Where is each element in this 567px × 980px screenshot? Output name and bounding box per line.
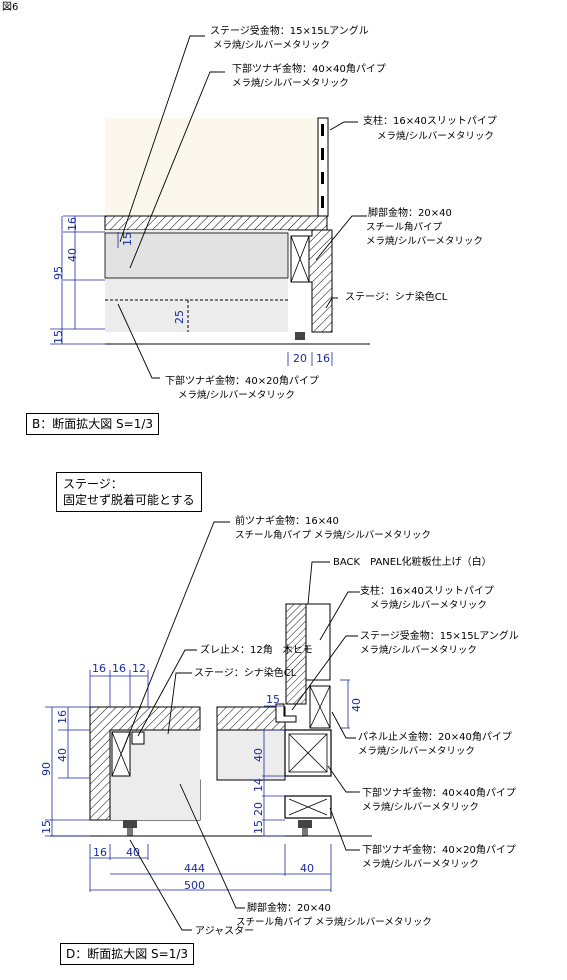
- stage-board: [104, 215, 328, 231]
- adjuster-right: [298, 820, 312, 828]
- dim-label: 16: [93, 846, 107, 859]
- corner-mark: 図6: [2, 1, 18, 13]
- dim-label: 25: [173, 310, 186, 324]
- label-lower-joint-b: 下部ツナギ金物：40×20角パイプ: [165, 374, 319, 387]
- dim-label: 20: [252, 802, 265, 816]
- adjuster: [295, 332, 305, 340]
- dim-label: 12: [132, 662, 146, 675]
- label-finish: メラ焼/シルバーメタリック: [178, 389, 295, 401]
- slip-stop-block: [131, 731, 145, 745]
- dim-label: 16: [66, 217, 79, 231]
- leg-fitting: [305, 229, 333, 333]
- label-lower-joint: 下部ツナギ金物：40×40角パイプ: [362, 786, 516, 799]
- label-stage: ステージ：シナ染色CL: [194, 666, 297, 679]
- adjuster-left-foot: [127, 828, 133, 836]
- dim-label: 90: [40, 762, 53, 776]
- section-d: 16 40 90 15 16 16 12 15 40: [40, 514, 519, 937]
- label-leg: 脚部金物：20×40: [247, 901, 331, 914]
- dim-label: 16: [92, 662, 106, 675]
- label-finish: メラ焼/シルバーメタリック: [360, 644, 477, 656]
- label-front-joint: 前ツナギ金物：16×40: [235, 514, 339, 527]
- dim-label: 20: [293, 352, 307, 365]
- back-wall: [105, 118, 322, 216]
- stage-note-line-1: ステージ：: [63, 477, 123, 491]
- label-front-joint-material: スチール角パイプ メラ焼/シルバーメタリック: [235, 529, 431, 541]
- dim-label: 14: [252, 778, 265, 792]
- label-leg-material: スチール角パイプ: [366, 221, 443, 233]
- label-lower-joint-b: 下部ツナギ金物：40×20角パイプ: [362, 843, 516, 856]
- caption-section-b: B：断面拡大図 S=1/3: [26, 413, 160, 435]
- label-back-panel: BACK PANEL化粧板仕上げ（白）: [333, 555, 492, 568]
- dim-label: 15: [52, 330, 65, 344]
- label-lower-joint: 下部ツナギ金物：40×40角パイプ: [232, 62, 386, 75]
- adjuster-right-foot: [302, 828, 308, 836]
- label-stage: ステージ：シナ染色CL: [345, 290, 448, 303]
- section-b: 16 15 40 95 25 15 20 16 ステージ受金物：15×15Lアン…: [50, 24, 497, 401]
- slit: [321, 124, 324, 136]
- stage-note-line-2: 固定せず脱着可能とする: [63, 493, 195, 507]
- label-finish: メラ焼/シルバーメタリック: [358, 745, 475, 757]
- stage-body-right: [216, 729, 286, 781]
- label-adjuster: アジャスター: [195, 925, 254, 937]
- dim-label: 15: [252, 820, 265, 834]
- dim-label: 40: [350, 698, 363, 712]
- dim-label: 500: [184, 879, 205, 892]
- adjuster-left: [123, 820, 137, 828]
- dim-label: 95: [52, 266, 65, 280]
- dim-label: 16: [112, 662, 126, 675]
- dim-label: 16: [316, 352, 330, 365]
- dim-label: 40: [300, 862, 314, 875]
- stage-bracket-angle: [275, 703, 297, 723]
- label-slip-stop: ズレ止メ：12角 木ヒモ: [200, 643, 313, 656]
- label-finish: メラ焼/シルバーメタリック: [362, 801, 479, 813]
- stage-board-right: [216, 706, 286, 731]
- slit: [321, 196, 324, 208]
- label-stage-bracket: ステージ受金物：15×15Lアングル: [210, 24, 369, 37]
- label-finish: メラ焼/シルバーメタリック: [366, 235, 483, 247]
- label-leg-material: スチール角パイプ メラ焼/シルバーメタリック: [236, 916, 432, 928]
- dim-label: 16: [56, 710, 69, 724]
- dim-label: 15: [121, 232, 134, 246]
- label-panel-stop: パネル止メ金物：20×40角パイプ: [358, 730, 512, 743]
- caption-section-d: D：断面拡大図 S=1/3: [60, 943, 195, 965]
- label-stage-bracket: ステージ受金物：15×15Lアングル: [360, 629, 519, 642]
- label-finish: メラ焼/シルバーメタリック: [377, 130, 494, 142]
- post-pipe: [305, 603, 331, 681]
- dim-label: 40: [252, 748, 265, 762]
- label-finish: メラ焼/シルバーメタリック: [362, 858, 479, 870]
- label-leg: 脚部金物：20×40: [368, 206, 452, 219]
- dim-label: 15: [40, 820, 53, 834]
- slit: [321, 148, 324, 160]
- dim-label: 40: [126, 846, 140, 859]
- post-pipe: [317, 117, 329, 217]
- dim-label: 40: [56, 748, 69, 762]
- label-finish: メラ焼/シルバーメタリック: [370, 599, 487, 611]
- dim-label: 444: [184, 862, 205, 875]
- label-post: 支柱：16×40スリットパイプ: [363, 114, 497, 127]
- label-finish: メラ焼/シルバーメタリック: [232, 77, 349, 89]
- dim-label: 40: [66, 248, 79, 262]
- dim-label: 15: [266, 693, 280, 706]
- stage-note: ステージ： 固定せず脱着可能とする: [56, 472, 202, 512]
- label-post: 支柱：16×40スリットパイプ: [360, 584, 494, 597]
- slit: [321, 172, 324, 184]
- label-finish: メラ焼/シルバーメタリック: [213, 39, 330, 51]
